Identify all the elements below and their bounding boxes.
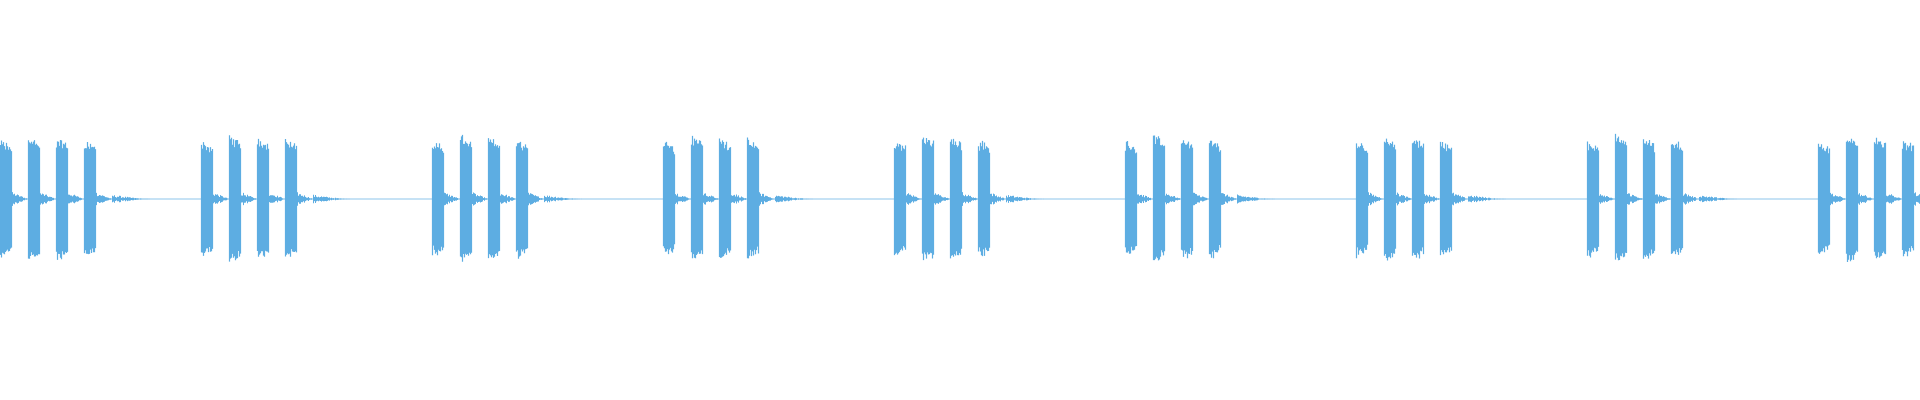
burst-group [1124,135,1275,261]
waveform-ringing [12,192,28,206]
waveform-burst [200,142,214,256]
waveform-burst [431,143,445,256]
waveform-burst [1180,140,1194,259]
waveform-ringing [1627,193,1643,205]
waveform-ringing [703,193,719,205]
waveform-tail [112,195,150,203]
waveform-burst [487,138,501,259]
waveform-burst [1873,137,1887,259]
burst-group [431,134,582,262]
waveform-ringing [1221,193,1237,205]
burst-group [0,140,150,260]
waveform-ringing [934,193,950,205]
waveform-burst [1383,138,1397,261]
waveform-burst [690,135,704,259]
waveform-ringing [500,194,516,204]
waveform-burst [1124,141,1138,254]
waveform-burst [1152,135,1166,261]
waveform-ringing [1599,194,1615,204]
waveform-ringing [213,194,229,204]
waveform-ringing [297,192,313,206]
waveform-burst [27,140,41,259]
waveform-ringing [1137,194,1153,204]
waveform-ringing [1193,192,1209,206]
waveform-ringing [1886,194,1902,204]
waveform-burst [256,138,270,257]
waveform-burst [1411,140,1425,259]
waveform-burst [459,134,473,262]
burst-group [1355,138,1506,261]
waveform-ringing [1165,193,1181,205]
waveform-ringing [1914,192,1920,206]
waveform-ringing [472,192,488,206]
waveform-ringing [40,193,56,205]
waveform-tail [313,194,350,204]
waveform-ringing [1368,192,1384,206]
waveform-ringing [731,194,747,204]
waveform-burst [1901,141,1915,257]
waveform-burst [1208,140,1222,259]
waveform-burst [228,135,242,262]
waveform-burst [921,137,935,261]
waveform-ringing [1858,193,1874,205]
waveform-ringing [96,192,112,206]
waveform-ringing [68,194,84,204]
waveform-ringing [444,192,460,206]
waveform-ringing [1830,192,1846,206]
waveform-ringing [906,193,922,205]
waveform-burst [718,138,732,258]
waveform-burst [284,139,298,257]
waveform-ringing [1655,194,1671,204]
waveform-burst [949,138,963,259]
burst-group [200,135,350,262]
waveform-burst [1642,139,1656,259]
waveform-ringing [269,195,285,203]
waveform-burst [55,140,69,260]
waveform-tail [1006,195,1044,203]
waveform-burst [1845,138,1859,262]
waveform-ringing [1683,193,1699,205]
waveform-ringing [1452,192,1468,206]
burst-group [1586,133,1737,261]
waveform-tail [1468,195,1506,203]
waveform-ringing [675,193,691,205]
waveform-ringing [990,193,1006,205]
waveform-ringing [962,192,978,206]
waveform-ringing [528,192,544,206]
waveform-burst [515,141,529,259]
waveform-tail [1699,195,1737,203]
waveform-tail [1237,194,1275,204]
waveform-burst [1817,143,1831,254]
waveform-tail [544,195,582,203]
waveform-burst [1355,143,1369,259]
waveform-burst [0,140,13,258]
waveform-ringing [1424,194,1440,204]
waveform-burst [1439,141,1453,256]
waveform-burst [662,141,676,255]
waveform-burst [1614,133,1628,261]
waveform-ringing [241,192,257,206]
waveform-burst [746,137,760,259]
waveform-ringing [1396,192,1412,206]
waveform-ringing [759,192,775,206]
burst-group [1817,137,1920,262]
waveform-tail [775,195,813,203]
waveform-burst-groups [0,133,1920,262]
burst-group [893,137,1044,261]
burst-group [662,135,813,259]
waveform-burst [893,143,907,256]
waveform-burst [977,140,991,257]
waveform-burst [1670,141,1684,255]
waveform-burst [83,142,97,255]
waveform-burst [1586,141,1600,258]
